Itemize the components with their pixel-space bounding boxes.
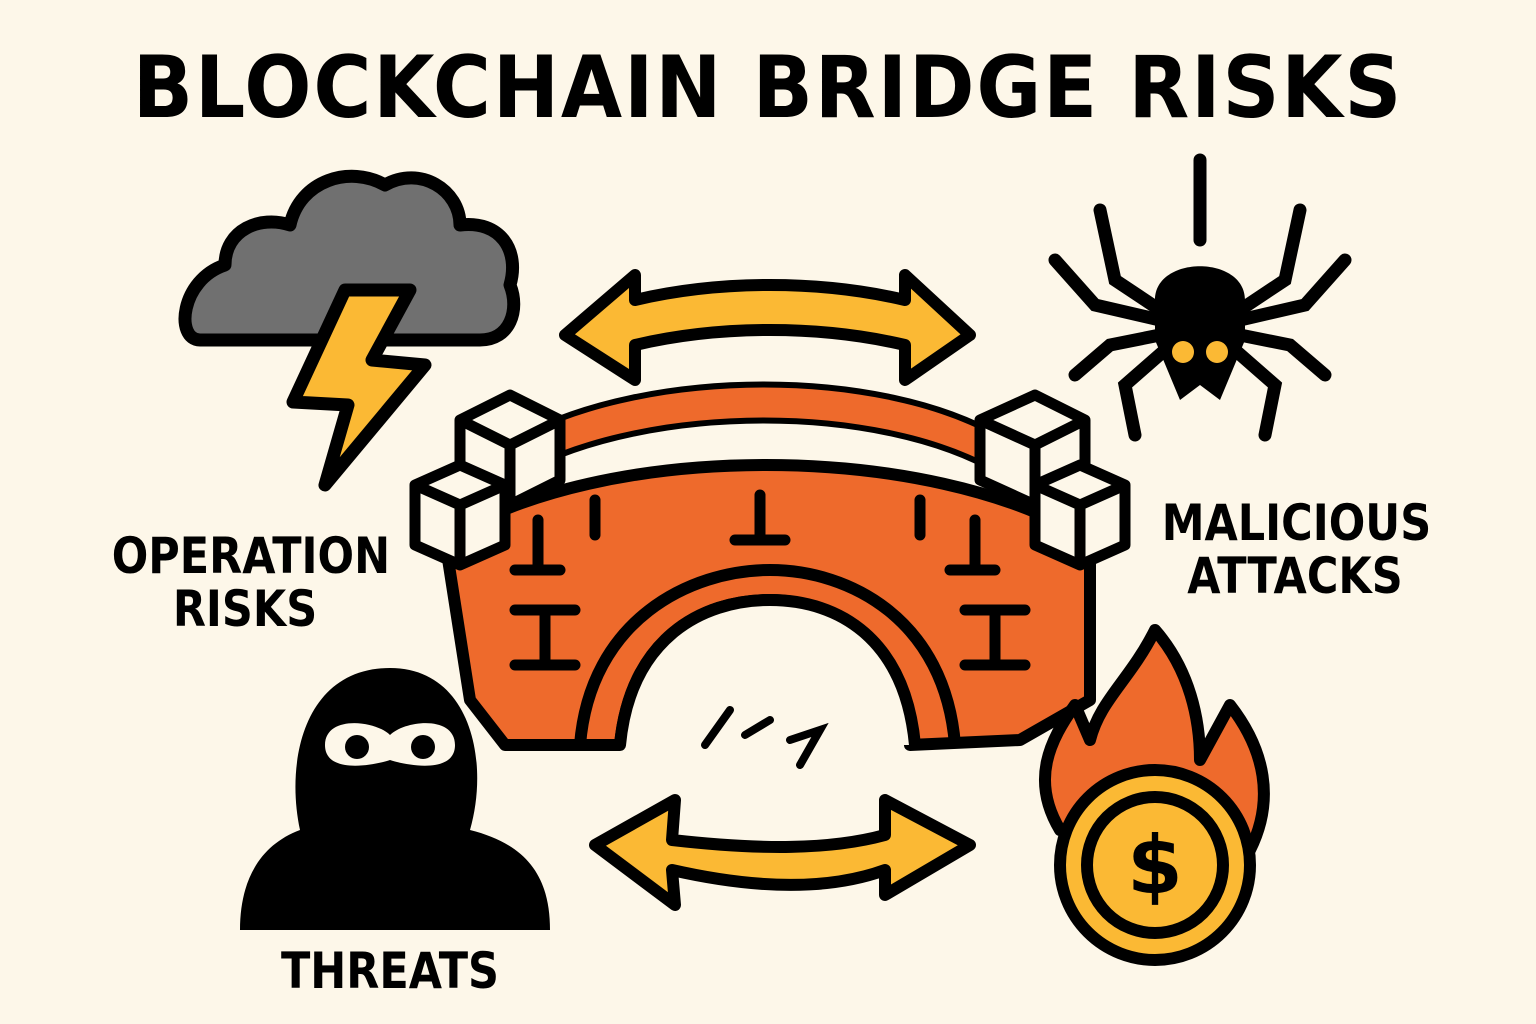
svg-text:$: $ (1127, 819, 1183, 912)
left-blockchain-blocks-icon (409, 389, 566, 571)
malicious-attacks-label: MALICIOUS ATTACKS (1161, 494, 1432, 605)
burning-coin-icon: $ (1039, 624, 1270, 966)
lightning-bolt-icon (286, 283, 432, 492)
threats-label: THREATS (261, 945, 519, 998)
storm-cloud-icon (178, 169, 521, 347)
threats-line1: THREATS (280, 942, 500, 1000)
bottom-double-arrow-icon (589, 794, 976, 911)
operation-risks-label: OPERATION RISKS (111, 527, 391, 638)
page-title: BLOCKCHAIN BRIDGE RISKS (132, 38, 1404, 138)
bridge-icon (439, 381, 1096, 769)
spider-icon (1048, 153, 1352, 442)
operation-risks-line1: OPERATION (111, 527, 391, 585)
malicious-attacks-line2: ATTACKS (1187, 546, 1403, 605)
operation-risks-line2: RISKS (172, 579, 318, 638)
top-double-arrow-icon (559, 269, 976, 386)
right-blockchain-blocks-icon (974, 389, 1131, 571)
malicious-attacks-line1: MALICIOUS (1161, 494, 1432, 552)
masked-hacker-icon (240, 668, 550, 930)
